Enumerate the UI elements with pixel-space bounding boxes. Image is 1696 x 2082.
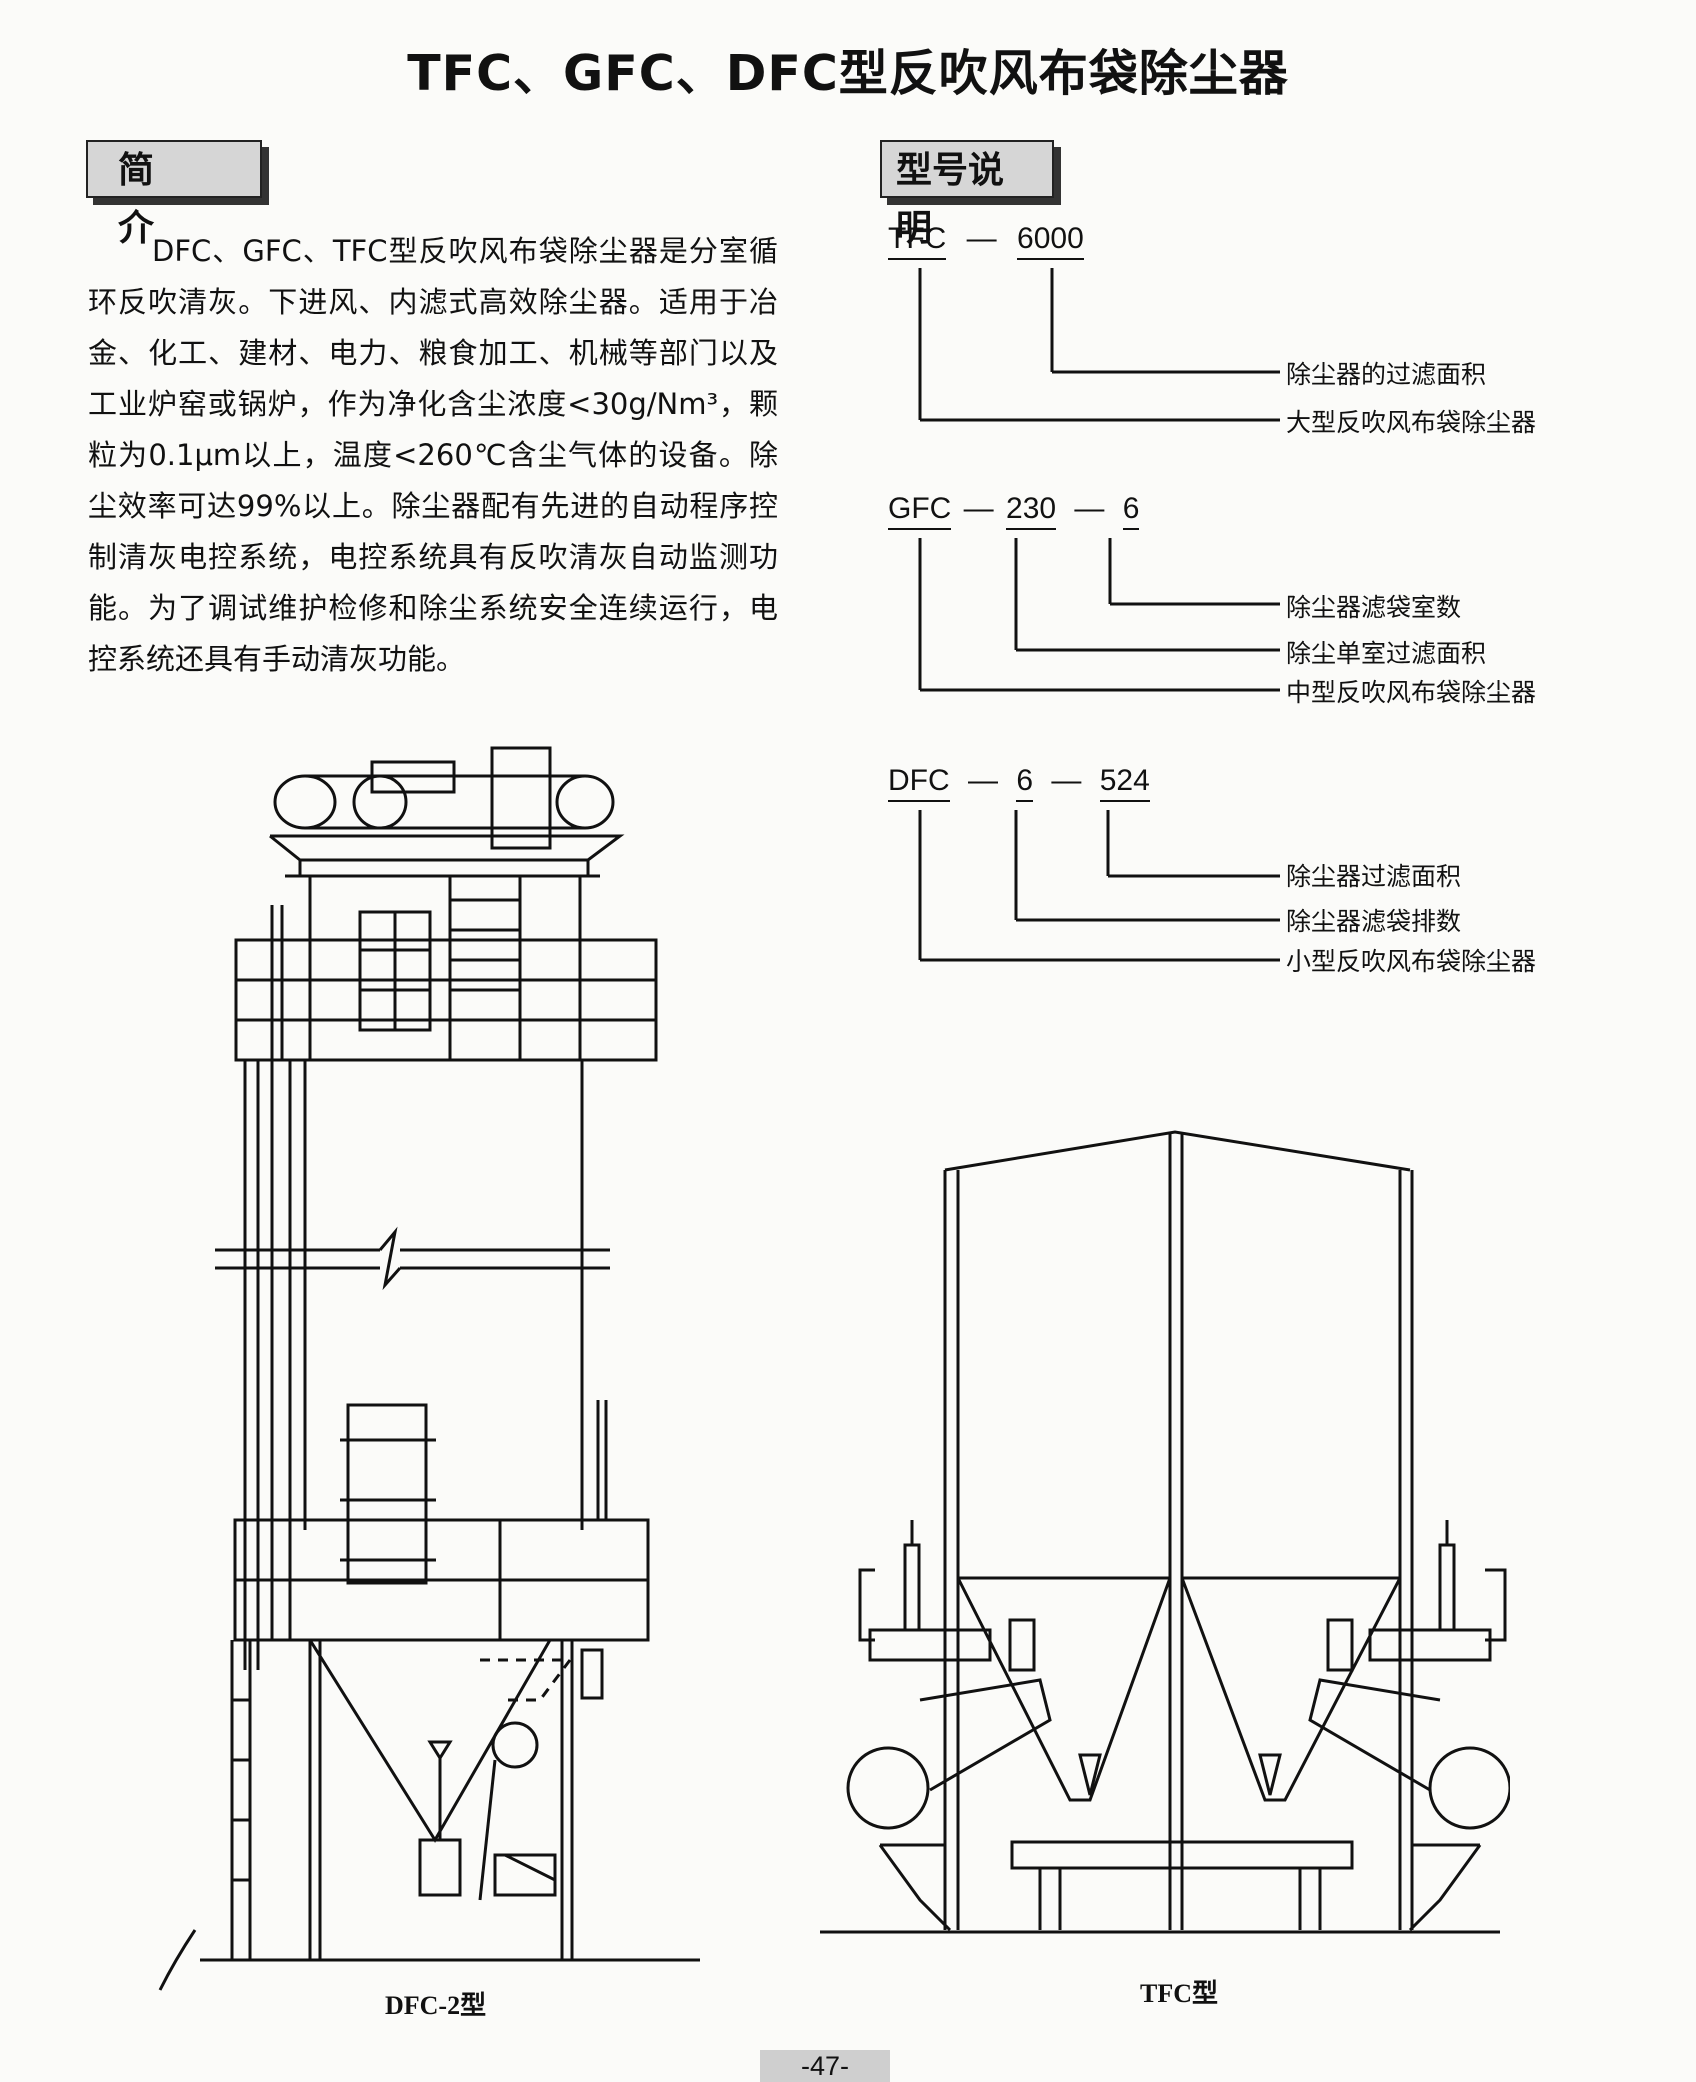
gfc-sep1: — (963, 492, 994, 525)
dfc-area: 524 (1099, 764, 1150, 802)
dfc-prefix: DFC (888, 764, 950, 802)
dfc-desc-type: 小型反吹风布袋除尘器 (1286, 947, 1537, 976)
intro-paragraph: DFC、GFC、TFC型反吹风布袋除尘器是分室循环反吹清灰。下进风、内滤式高效除… (88, 234, 778, 676)
tfc-drawing (820, 1130, 1510, 1934)
dfc-door-lower (346, 1403, 428, 1585)
tfc-prefix: TFC (888, 222, 947, 260)
dfc-tank-left (273, 774, 337, 830)
gfc-area: 230 (1006, 492, 1057, 530)
dfc-motor (491, 1721, 539, 1769)
dfc-rows: 6 (1016, 764, 1034, 802)
dfc-caption: DFC-2型 (385, 1991, 487, 2020)
model-heading: 型号说明 (880, 140, 1054, 249)
intro-body: DFC、GFC、TFC型反吹风布袋除尘器是分室循环反吹清灰。下进风、内滤式高效除… (88, 226, 778, 685)
tfc-base-beam (1010, 1840, 1354, 1870)
tfc-sep: — (966, 222, 997, 255)
dfc-sep1: — (968, 764, 998, 797)
tfc-code: TFC — 6000 (888, 222, 1084, 260)
gfc-sep2: — (1074, 492, 1105, 525)
tfc-tank-left (846, 1746, 930, 1830)
dfc-sep2: — (1051, 764, 1082, 797)
page-title: TFC、GFC、DFC型反吹风布袋除尘器 (407, 45, 1289, 102)
model-diagram-lines (918, 268, 1280, 962)
gfc-desc-area: 除尘单室过滤面积 (1286, 639, 1487, 668)
dfc-desc-rows: 除尘器滤袋排数 (1286, 907, 1462, 936)
tfc-hopper-right (1180, 1577, 1402, 1802)
dfc-tank-right (555, 774, 615, 830)
gfc-desc-rooms: 除尘器滤袋室数 (1286, 593, 1462, 622)
dfc-code: DFC — 6 — 524 (888, 764, 1150, 802)
dfc-valve (490, 746, 552, 850)
dfc-upper-box (234, 938, 658, 1062)
tfc-desc-type: 大型反吹风布袋除尘器 (1286, 408, 1537, 437)
tfc-hopper-left (956, 1577, 1172, 1802)
intro-heading: 简 介 (86, 140, 262, 249)
gfc-code: GFC — 230 — 6 (888, 492, 1140, 530)
gfc-rooms: 6 (1122, 492, 1140, 530)
tfc-area: 6000 (1017, 222, 1084, 260)
dfc-desc-area: 除尘器过滤面积 (1286, 862, 1462, 891)
dfc-drawing (158, 746, 700, 1991)
tfc-roof (944, 1130, 1411, 1172)
tfc-tank-right (1428, 1746, 1510, 1830)
tfc-caption: TFC型 (1140, 1979, 1219, 2008)
page-number: -47- (760, 2050, 890, 2082)
gfc-prefix: GFC (888, 492, 952, 530)
tfc-desc-area: 除尘器的过滤面积 (1286, 360, 1487, 389)
gfc-desc-type: 中型反吹风布袋除尘器 (1286, 678, 1537, 707)
